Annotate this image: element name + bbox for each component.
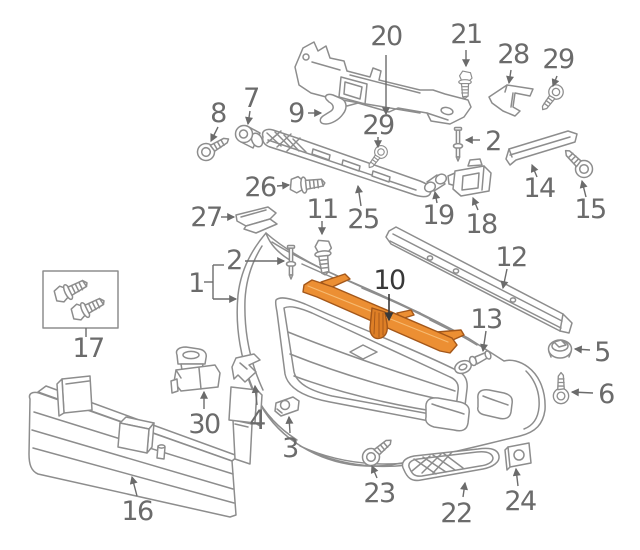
part-25-grille-strip-drawing — [261, 128, 432, 198]
callout-label-18: 18 — [465, 209, 497, 240]
diagram-artwork — [28, 41, 597, 518]
leader-arrow — [251, 384, 260, 406]
leader-arrow — [370, 464, 379, 479]
leader-arrow — [480, 330, 488, 353]
leader-arrow — [530, 163, 539, 178]
part-9-clip-drawing — [319, 93, 347, 125]
part-22-fog-lamp-bezel-drawing — [401, 447, 500, 482]
callout-label-22: 22 — [440, 498, 471, 529]
leader-arrow — [506, 69, 514, 85]
part-28-corner-bracket-drawing — [488, 84, 534, 117]
part-12-upper-reinforcement-drawing — [385, 226, 573, 334]
leader-arrow — [276, 181, 291, 190]
callout-label-14: 14 — [523, 173, 555, 204]
callout-label-20: 20 — [370, 21, 402, 52]
leader-arrow — [129, 475, 138, 497]
leader-arrow — [355, 184, 363, 207]
callout-label-25: 25 — [347, 204, 378, 235]
callout-label-12: 12 — [495, 242, 526, 273]
part-10-support-bracket-highlighted — [302, 273, 465, 354]
callout-label-29: 29 — [542, 44, 574, 75]
callout-label-27: 27 — [190, 202, 221, 233]
callout-label-17: 17 — [72, 333, 103, 364]
callout-label-1: 1 — [188, 268, 204, 299]
leader-lines-layer — [85, 50, 594, 498]
part-19-clip-drawing — [423, 173, 448, 193]
leader-arrow — [551, 75, 560, 88]
part-6-screw-drawing — [552, 371, 570, 405]
leader-arrow — [500, 268, 509, 290]
callout-label-6: 6 — [598, 379, 614, 410]
callout-label-29: 29 — [362, 110, 394, 141]
leader-arrow — [573, 345, 591, 354]
part-7-grommet-drawing — [234, 124, 264, 149]
callout-label-13: 13 — [470, 304, 502, 335]
part-30-bracket-drawing — [170, 346, 221, 394]
leader-arrow — [579, 179, 588, 198]
callout-label-5: 5 — [594, 337, 610, 368]
part-5-grommet-nut-drawing — [547, 339, 573, 359]
part-2-pin-right-drawing — [452, 126, 464, 162]
callout-label-10: 10 — [373, 265, 405, 296]
part-4-clip-drawing — [231, 353, 261, 383]
leader-arrow — [210, 126, 219, 143]
leader-arrow — [512, 467, 521, 487]
part-18-bracket-drawing — [447, 158, 492, 197]
callout-label-9: 9 — [288, 98, 304, 129]
part-14-molding-strip-drawing — [505, 130, 578, 166]
callout-label-21: 21 — [450, 19, 481, 50]
part-26-bolt-drawing — [288, 173, 327, 196]
part-3-plate-nut-drawing — [274, 396, 300, 417]
leader-arrow — [570, 388, 594, 397]
callout-label-2: 2 — [226, 245, 242, 276]
callout-label-4: 4 — [249, 405, 265, 436]
leader-arrow — [460, 481, 468, 498]
part-21-bolt-drawing — [458, 70, 473, 99]
part-16-lower-reinforcement-drawing — [28, 375, 263, 518]
part-17-bolt-kit-drawing — [42, 270, 119, 329]
part-15-screw-drawing — [558, 143, 597, 182]
callout-label-30: 30 — [188, 409, 220, 440]
callout-label-26: 26 — [244, 172, 276, 203]
callout-label-8: 8 — [210, 98, 226, 129]
part-29-screw-top-drawing — [536, 81, 567, 115]
callout-label-15: 15 — [574, 194, 605, 225]
leader-arrow — [432, 190, 441, 204]
part-24-plate-drawing — [504, 442, 532, 471]
callout-label-11: 11 — [306, 194, 337, 225]
callout-label-23: 23 — [363, 478, 395, 509]
callout-label-7: 7 — [243, 83, 259, 114]
part-27-bracket-drawing — [235, 206, 278, 234]
callout-label-2: 2 — [485, 126, 501, 157]
callout-label-19: 19 — [422, 200, 454, 231]
callout-label-28: 28 — [497, 39, 529, 70]
leader-arrow — [245, 110, 253, 126]
leader-arrow — [285, 415, 294, 434]
callout-label-24: 24 — [504, 486, 536, 517]
callout-label-16: 16 — [121, 496, 153, 527]
callout-label-3: 3 — [282, 433, 298, 464]
leader-arrow — [471, 196, 480, 211]
part-20-upper-panel-drawing — [294, 41, 472, 125]
